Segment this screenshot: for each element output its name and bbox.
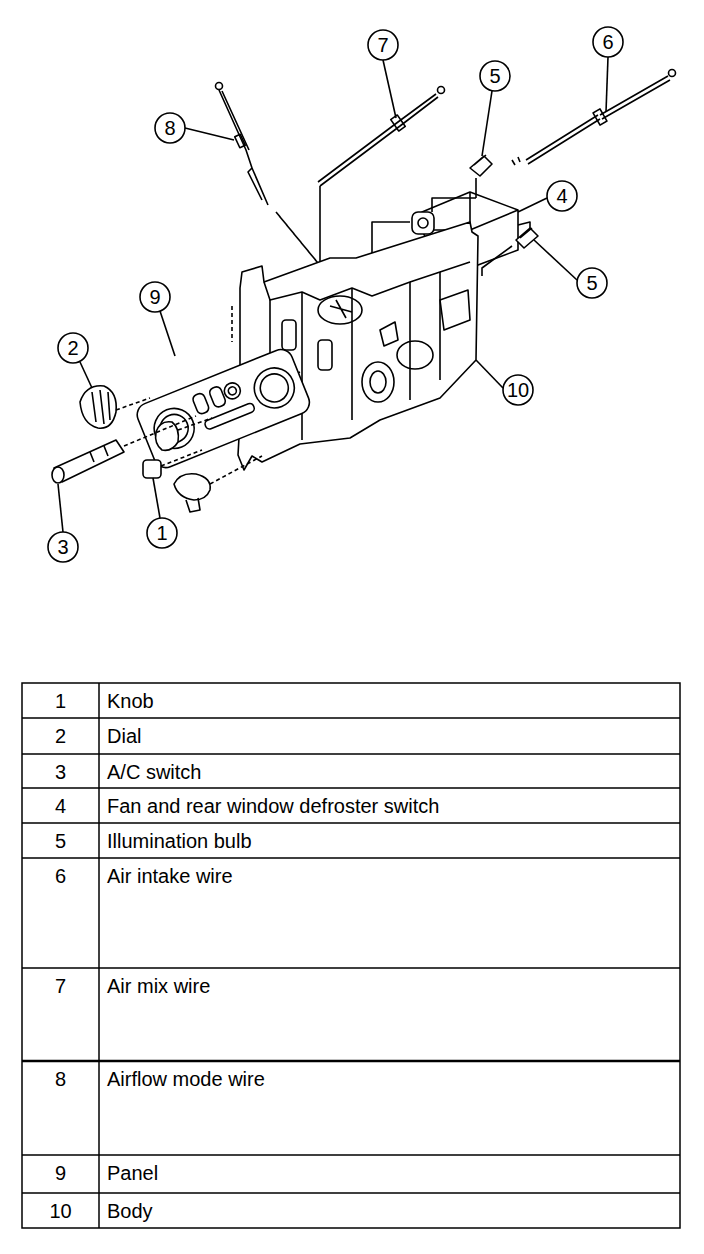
table-part-name: Knob — [107, 689, 154, 713]
panel — [134, 346, 313, 471]
parts-table-grid — [22, 683, 680, 1228]
table-number: 8 — [22, 1067, 99, 1091]
callout-number: 4 — [547, 184, 577, 208]
table-part-name: Fan and rear window defroster switch — [107, 794, 439, 818]
table-part-name: Illumination bulb — [107, 829, 252, 853]
callout-number: 2 — [58, 336, 88, 360]
illumination-bulb — [470, 155, 492, 176]
table-number: 6 — [22, 864, 99, 888]
table-number: 10 — [22, 1199, 99, 1223]
table-part-name: Air mix wire — [107, 974, 210, 998]
table-part-name: A/C switch — [107, 760, 201, 784]
table-number: 1 — [22, 689, 99, 713]
callout-number: 6 — [593, 30, 623, 54]
callout-number: 8 — [155, 116, 185, 140]
table-number: 5 — [22, 829, 99, 853]
table-part-name: Air intake wire — [107, 864, 233, 888]
table-number: 7 — [22, 974, 99, 998]
control-body — [238, 222, 478, 470]
illumination-bulb — [516, 228, 538, 248]
table-number: 9 — [22, 1161, 99, 1185]
callout-number: 9 — [140, 285, 170, 309]
dial — [80, 386, 116, 428]
callout-number: 7 — [368, 33, 398, 57]
callout-number: 5 — [480, 64, 510, 88]
table-part-name: Body — [107, 1199, 153, 1223]
table-part-name: Dial — [107, 724, 141, 748]
table-number: 3 — [22, 760, 99, 784]
table-part-name: Airflow mode wire — [107, 1067, 265, 1091]
callout-number: 5 — [577, 271, 607, 295]
airflow-mode-wire — [219, 90, 268, 205]
air-intake-wire — [526, 76, 670, 164]
callout-number: 1 — [147, 521, 177, 545]
callout-number: 10 — [503, 378, 533, 402]
table-number: 4 — [22, 794, 99, 818]
knob — [143, 460, 161, 478]
table-number: 2 — [22, 724, 99, 748]
table-part-name: Panel — [107, 1161, 158, 1185]
air-mix-wire — [318, 94, 438, 186]
callout-number: 3 — [48, 535, 78, 559]
